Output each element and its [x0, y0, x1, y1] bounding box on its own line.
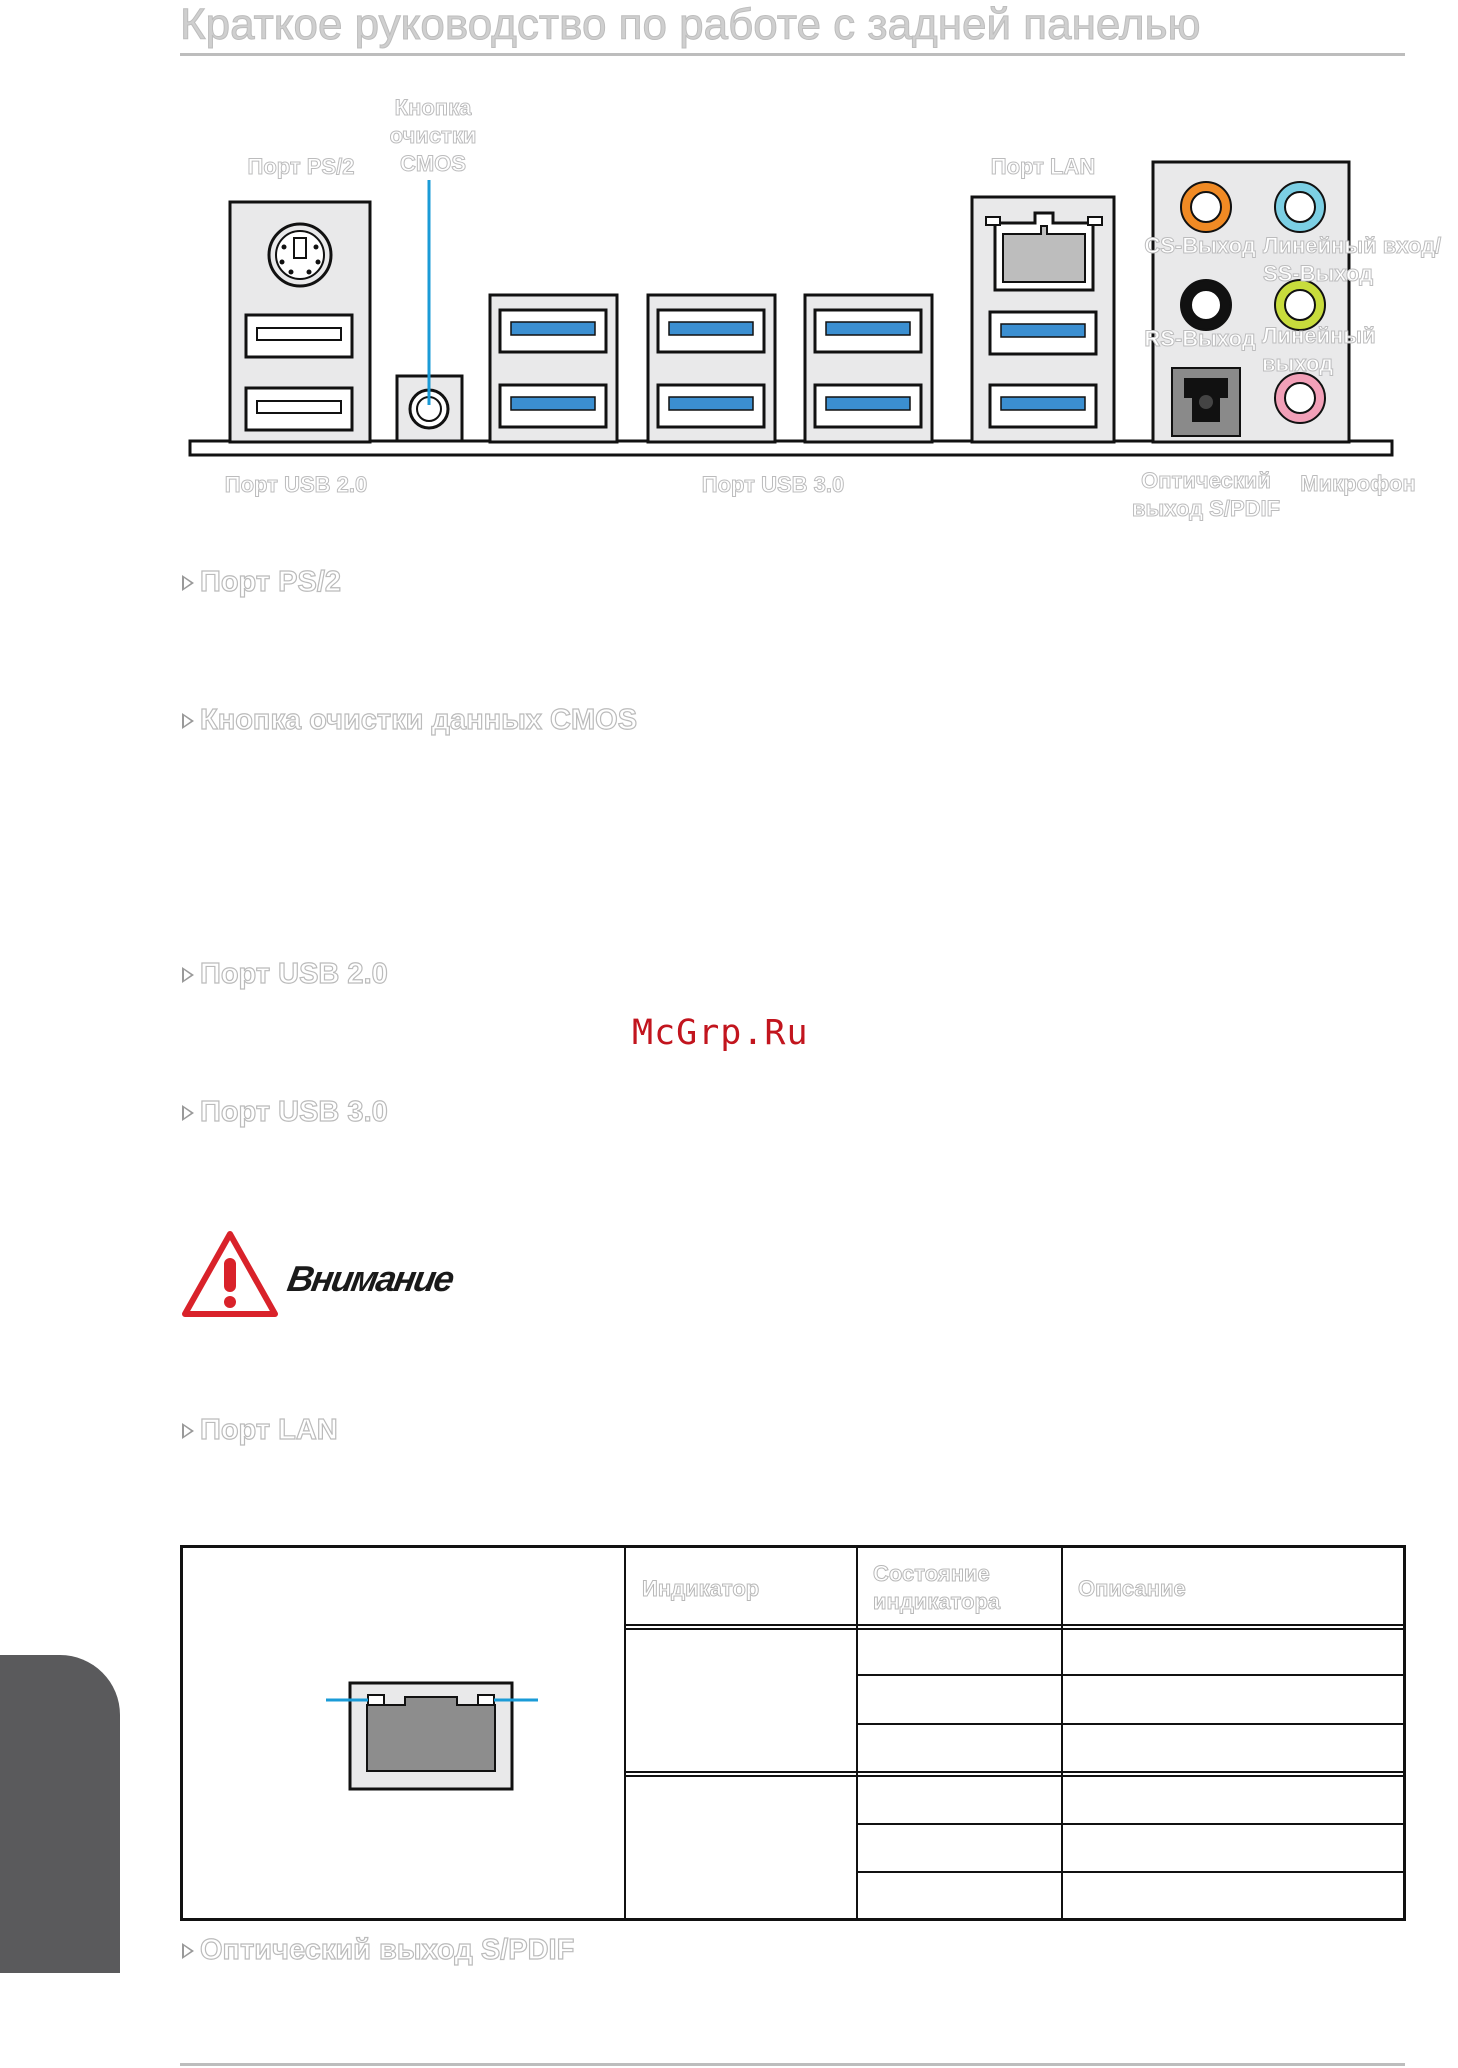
label-lan: Порт LAN [990, 154, 1096, 180]
label-usb3: Порт USB 3.0 [701, 472, 845, 498]
label-spdif: Оптический выход S/PDIF [1131, 468, 1281, 522]
watermark-text: McGrp.Ru [632, 1013, 809, 1053]
bullet-triangle-icon [182, 1942, 194, 1959]
usb2-port-icon [244, 386, 354, 432]
audio-jack-lightblue-icon [1274, 181, 1326, 233]
label-rs-out: RS-Выход [1144, 326, 1256, 352]
heading-lan: Порт LAN [182, 1413, 338, 1447]
bullet-triangle-icon [182, 574, 194, 591]
audio-jack-lime-icon [1274, 279, 1326, 331]
warning-label: Внимание [284, 1258, 456, 1299]
bullet-triangle-icon [182, 1104, 194, 1121]
side-tab [0, 1655, 120, 1973]
label-mic: Микрофон [1300, 471, 1416, 497]
bullet-triangle-icon [182, 1422, 194, 1439]
heading-ps2: Порт PS/2 [182, 565, 342, 599]
page-title: Краткое руководство по работе с задней п… [180, 0, 1201, 50]
title-divider [180, 53, 1405, 56]
bottom-divider [180, 2063, 1405, 2066]
heading-usb2: Порт USB 2.0 [182, 957, 388, 991]
table-header-indicator: Индикатор [641, 1576, 760, 1602]
label-cmos: Кнопка очистки CMOS [389, 95, 477, 177]
warning-triangle-icon [182, 1231, 278, 1317]
lan-led-table [180, 1545, 1406, 1921]
ps2-port-icon [267, 222, 333, 288]
audio-jack-black-icon [1180, 279, 1232, 331]
heading-spdif: Оптический выход S/PDIF [182, 1933, 575, 1967]
label-line-in: Линейный вход/ SS-Выход [1263, 233, 1442, 287]
audio-jack-orange-icon [1180, 181, 1232, 233]
label-cs-out: CS-Выход [1144, 233, 1256, 259]
lan-usb3-stack [970, 195, 1116, 444]
audio-jack-pink-icon [1274, 372, 1326, 424]
table-header-state: Состояние индикатора [872, 1561, 1001, 1615]
bullet-triangle-icon [182, 712, 194, 729]
rear-panel-diagram [188, 160, 1394, 457]
usb3-stack-2 [646, 293, 777, 444]
label-ps2: Порт PS/2 [247, 154, 355, 180]
spdif-optical-icon [1171, 367, 1241, 437]
lan-led-table-grid [326, 1545, 1406, 1921]
usb2-port-icon [244, 313, 354, 359]
label-usb2: Порт USB 2.0 [224, 472, 368, 498]
table-header-description: Описание [1078, 1576, 1187, 1602]
usb3-stack-1 [488, 293, 619, 444]
heading-usb3: Порт USB 3.0 [182, 1095, 388, 1129]
panel-base-plate [188, 439, 1394, 457]
label-line-out: Линейный выход [1262, 323, 1377, 377]
heading-cmos: Кнопка очистки данных CMOS [182, 703, 638, 737]
lan-port-led-illustration [326, 1681, 538, 1791]
usb3-stack-3 [803, 293, 934, 444]
bullet-triangle-icon [182, 966, 194, 983]
